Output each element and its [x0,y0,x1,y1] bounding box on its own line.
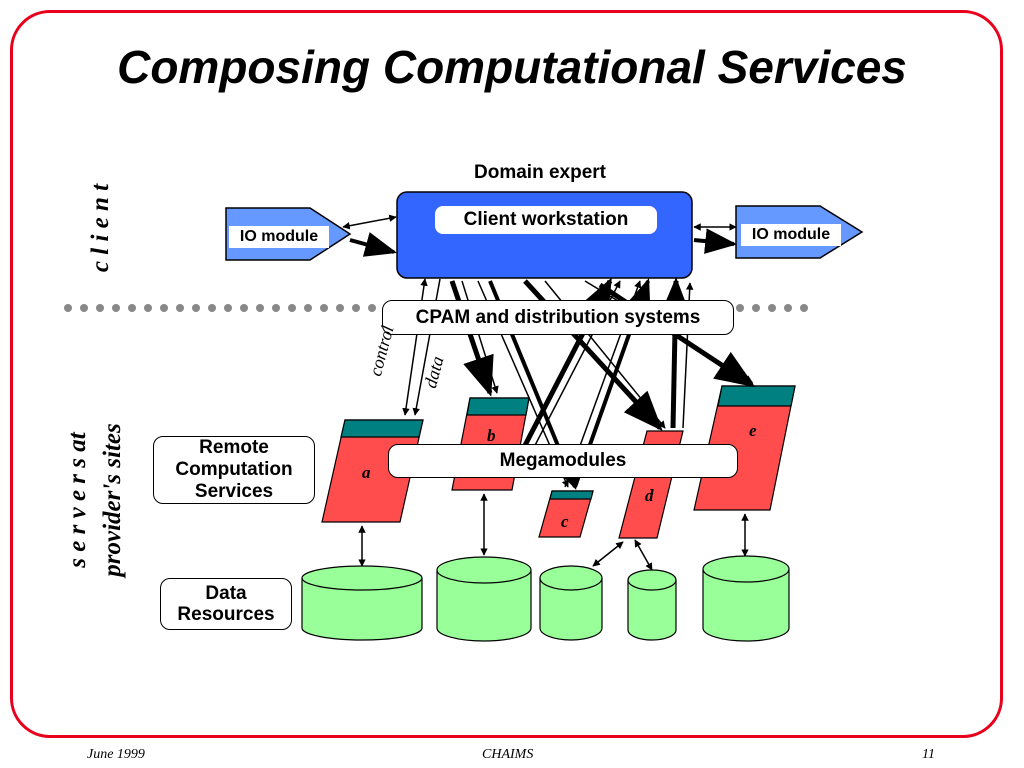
module-data-arrows [358,493,749,571]
servers-side-label-line2: provider's sites [99,423,126,577]
client-workstation-label: Client workstation [463,209,629,230]
client-workstation-box [396,191,693,279]
io-module-right-label-box [741,224,841,246]
megamodule-e [693,385,796,511]
module-label-a: a [362,463,371,482]
footer-project: CHAIMS [482,747,534,762]
data-store-3 [539,565,603,641]
io-module-left-label: IO module [239,228,319,245]
io-module-right-label: IO module [751,226,831,243]
domain-expert-label: Domain expert [474,162,606,183]
module-label-b: b [487,426,496,445]
io-arrows [342,214,738,257]
slide-title: Composing Computational Services [117,41,907,93]
slide-frame [10,10,1003,738]
client-server-separator [64,304,808,312]
remote-computation-services-box: Remote Computation Services [153,436,315,504]
module-label-c: c [561,512,569,531]
module-label-e: e [749,421,757,440]
data-store-5 [702,555,790,642]
data-store-2 [436,556,532,642]
data-resources-box: Data Resources [160,578,292,630]
client-side-label: c l i e n t [87,183,114,273]
module-label-d: d [645,486,654,505]
client-workstation-label-box [435,206,657,234]
cpam-box: CPAM and distribution systems [382,300,734,335]
servers-side-label-line1: s e r v e r s at [64,432,91,568]
data-store-1 [301,565,423,641]
megamodule-c [538,490,594,538]
megamodules-box: Megamodules [388,444,738,478]
footer-date: June 1999 [87,747,145,762]
footer-page-number: 11 [922,747,935,762]
data-store-4 [627,569,677,641]
io-module-left-label-box [229,226,329,248]
